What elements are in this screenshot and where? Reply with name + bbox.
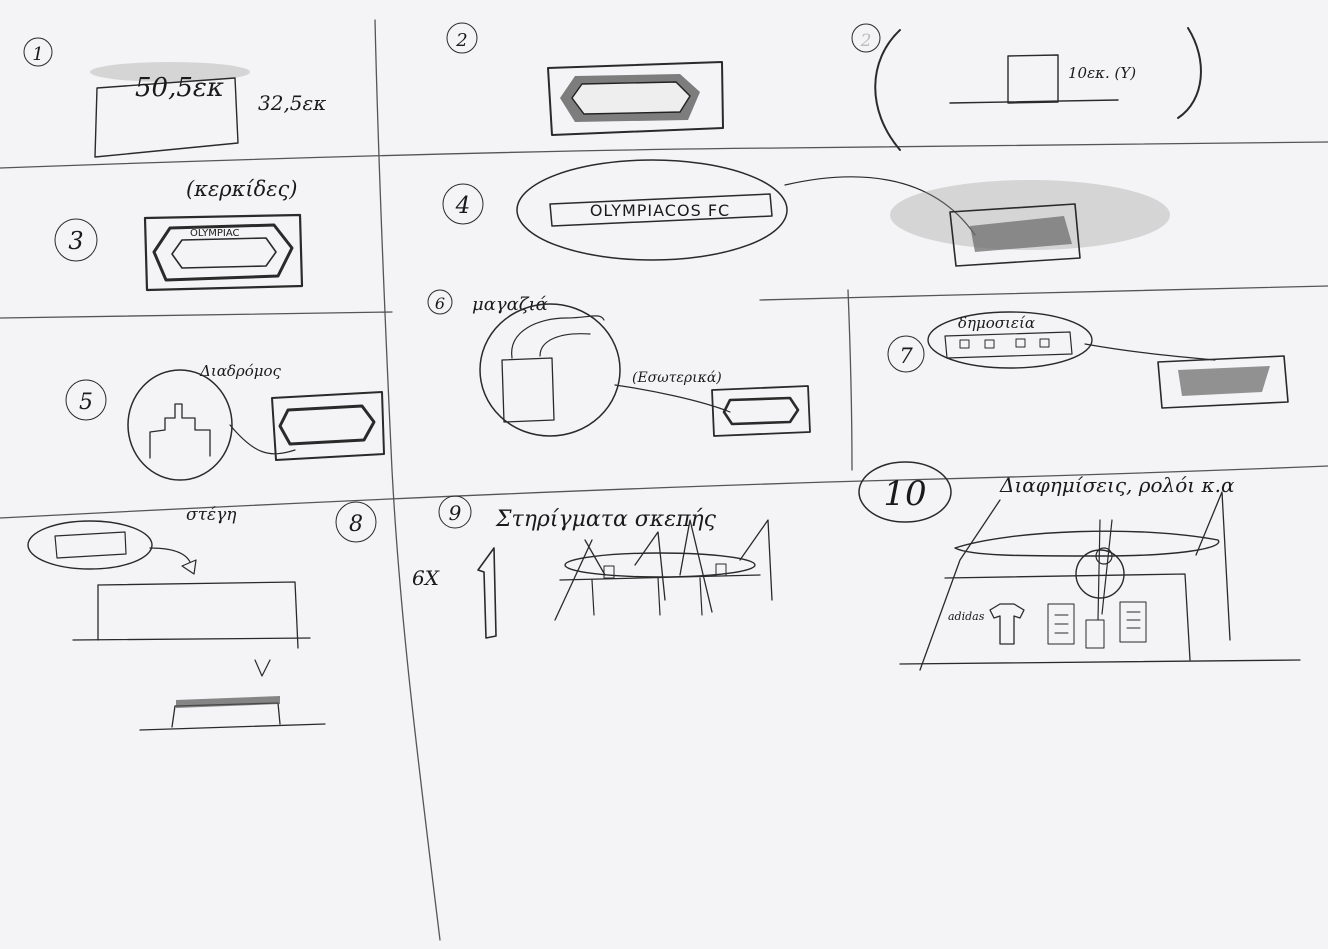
panel-number: 7 (899, 344, 913, 368)
panel-number: 8 (349, 512, 363, 537)
panel-title: Στηρίγματα σκεπής (495, 507, 717, 532)
height-label: 10εκ. (Υ) (1068, 64, 1136, 82)
panel-1: 1 50,5εκ 32,5εκ (24, 38, 326, 157)
clock-icon (1076, 550, 1124, 598)
panel-8: 8 στέγη (28, 502, 376, 730)
stadium-pitch (572, 82, 690, 114)
panel-title: στέγη (186, 505, 237, 525)
ad-board (1120, 602, 1146, 642)
corridor-steps (150, 404, 210, 458)
vertical-divider-left (375, 20, 440, 940)
panel-3: 3 (κερκίδες) OLYMPIAC (55, 177, 302, 290)
panel-note: (Εσωτερικά) (632, 370, 722, 386)
panel-title: Διαδρόμος (199, 362, 282, 380)
zoom-bubble (128, 370, 232, 480)
row-divider-2a (0, 312, 392, 318)
panel-10: 10 Διαφημίσεις, ρολόι κ.α adidas (859, 462, 1300, 670)
panel-7: 7 δημοσιεία (888, 312, 1288, 408)
roof-piece (55, 532, 126, 558)
height-label: 32,5εκ (258, 91, 326, 115)
panel-number: 9 (449, 501, 462, 525)
shop-box (502, 358, 554, 422)
stands-lettering: OLYMPIAC (190, 228, 239, 239)
panel-4: 4 OLYMPIACOS FC (443, 160, 1170, 266)
panel-2b: 2 10εκ. (Υ) (852, 24, 1201, 150)
roof-structure (955, 531, 1219, 556)
panel-number: 1 (32, 44, 43, 65)
panel-2: 2 (447, 23, 723, 135)
panel-number: 5 (79, 390, 93, 415)
panel-title: (κερκίδες) (186, 177, 297, 201)
row-divider-2b (760, 286, 1328, 300)
panel-number: 4 (455, 193, 471, 219)
panel-title: Διαφημίσεις, ρολόι κ.α (999, 473, 1235, 497)
press-box (945, 332, 1072, 358)
brand-label: adidas (948, 610, 985, 623)
stadium-mini (272, 392, 384, 460)
panel-6: 6 μαγαζιά (Εσωτερικά) (428, 290, 810, 436)
support-beam-icon (478, 548, 496, 638)
banner-text: OLYMPIACOS FC (590, 201, 730, 220)
zoom-bubble (28, 521, 152, 569)
pitch (172, 238, 276, 268)
width-label: 50,5εκ (135, 73, 224, 103)
vertical-divider-right (848, 290, 852, 470)
panel-9: 9 Στηρίγματα σκεπής 6Χ (412, 496, 772, 638)
panel-number: 2 (455, 30, 467, 51)
roof-top (176, 696, 280, 708)
panel-number: 6 (435, 294, 445, 313)
height-box (1008, 55, 1058, 103)
multiplier: 6Χ (412, 566, 440, 590)
panel-number: 2 (860, 31, 872, 51)
panel-5: 5 Διαδρόμος (66, 362, 384, 480)
panel-number: 10 (883, 474, 926, 514)
panel-title: δημοσιεία (958, 314, 1035, 332)
row-divider-1 (0, 142, 1328, 168)
panel-number: 3 (68, 227, 83, 255)
ad-board (1086, 620, 1104, 648)
zoom-bubble (480, 304, 620, 436)
jersey-icon (990, 604, 1024, 644)
